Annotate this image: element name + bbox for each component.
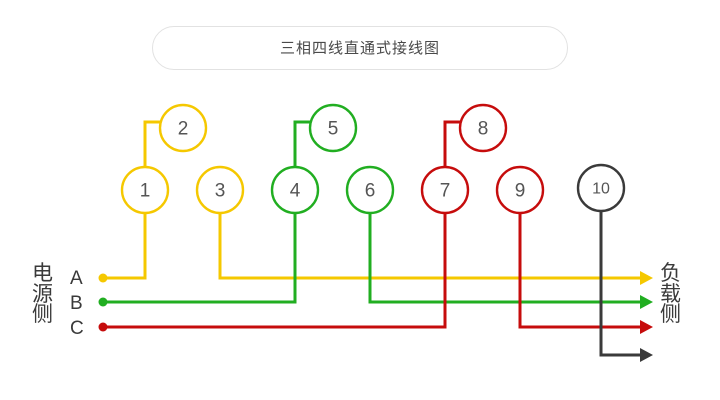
phase-b-label: B xyxy=(70,293,83,314)
load-side-char-2: 载 xyxy=(660,282,681,306)
wire-a-out xyxy=(218,213,640,280)
phase-c-label: C xyxy=(70,318,84,339)
terminal-1[interactable]: 1 xyxy=(120,165,170,215)
terminal-10[interactable]: 10 xyxy=(576,163,626,213)
terminal-label-5: 5 xyxy=(328,119,339,140)
terminal-label-4: 4 xyxy=(290,181,301,202)
source-side-char-2: 源 xyxy=(32,282,53,306)
source-terminal-dot-layer xyxy=(98,273,108,332)
source-side-char-3: 侧 xyxy=(32,303,53,327)
source-side-char-1: 电 xyxy=(32,262,53,285)
terminal-label-10: 10 xyxy=(592,181,610,198)
load-side-label: 负 载 侧 xyxy=(660,262,681,327)
terminal-label-2: 2 xyxy=(178,119,189,140)
terminal-circle-8 xyxy=(458,103,508,153)
wire-n-out xyxy=(599,211,640,357)
wire-4-to-5 xyxy=(293,120,310,167)
wire-7-to-8 xyxy=(443,120,460,167)
terminal-8[interactable]: 8 xyxy=(458,103,508,153)
terminal-circle-3 xyxy=(195,165,245,215)
terminal-2[interactable]: 2 xyxy=(158,103,208,153)
wire-b-out xyxy=(368,213,640,304)
terminal-label-8: 8 xyxy=(478,119,489,140)
terminal-9[interactable]: 9 xyxy=(495,165,545,215)
load-side-char-1: 负 xyxy=(660,262,681,285)
source-terminal-dot-c xyxy=(98,322,108,332)
terminal-7[interactable]: 7 xyxy=(420,165,470,215)
terminal-circle-7 xyxy=(420,165,470,215)
terminal-circle-10 xyxy=(576,163,626,213)
wire-layer xyxy=(103,120,640,357)
terminal-label-6: 6 xyxy=(365,181,376,202)
terminal-circle-5 xyxy=(308,103,358,153)
wire-c-out xyxy=(518,213,640,329)
terminal-label-3: 3 xyxy=(215,181,226,202)
terminal-label-1: 1 xyxy=(140,181,151,202)
load-arrowhead-out-a xyxy=(640,271,653,285)
terminal-6[interactable]: 6 xyxy=(345,165,395,215)
terminal-label-7: 7 xyxy=(440,181,451,202)
page-title: 三相四线直通式接线图 xyxy=(279,39,440,57)
terminal-4[interactable]: 4 xyxy=(270,165,320,215)
source-terminal-dot-a xyxy=(98,273,108,283)
terminal-label-9: 9 xyxy=(515,181,526,202)
wire-c-in xyxy=(103,167,447,329)
wire-1-to-2 xyxy=(143,120,160,167)
diagram-title-pill: 三相四线直通式接线图 xyxy=(152,26,568,70)
phase-a-label: A xyxy=(70,268,83,289)
terminal-circle-4 xyxy=(270,165,320,215)
terminal-circle-2 xyxy=(158,103,208,153)
terminal-5[interactable]: 5 xyxy=(308,103,358,153)
load-side-char-3: 侧 xyxy=(660,303,681,327)
terminal-circle-9 xyxy=(495,165,545,215)
terminal-circle-6 xyxy=(345,165,395,215)
terminal-3[interactable]: 3 xyxy=(195,165,245,215)
load-arrowhead-out-n xyxy=(640,348,653,362)
load-arrowhead-out-b xyxy=(640,295,653,309)
arrow-layer xyxy=(640,271,653,362)
load-arrowhead-out-c xyxy=(640,320,653,334)
terminal-circle-1 xyxy=(120,165,170,215)
source-side-label: 电 源 侧 xyxy=(32,262,53,327)
terminal-layer: 1 2 3 4 5 6 7 8 9 10 xyxy=(120,103,626,215)
source-terminal-dot-b xyxy=(98,297,108,307)
